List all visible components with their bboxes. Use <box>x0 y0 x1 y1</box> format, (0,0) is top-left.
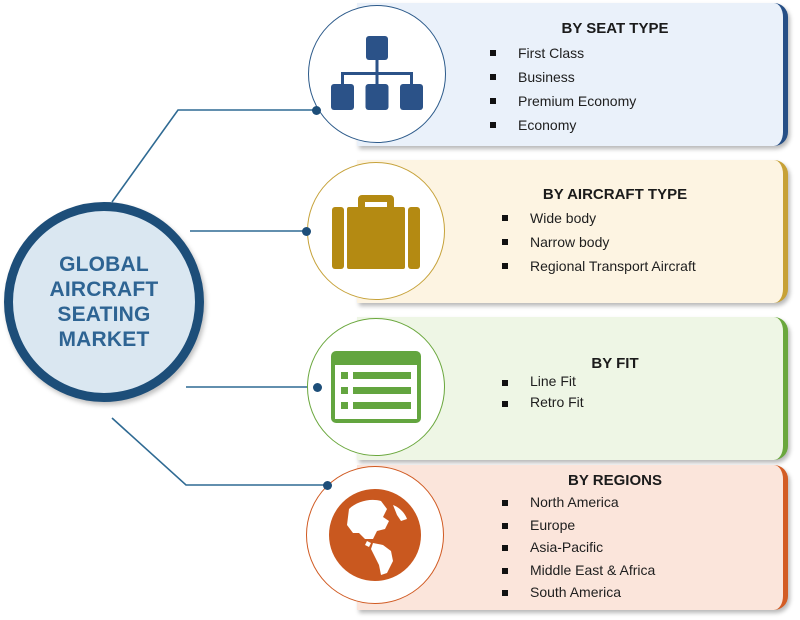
list-item: North America <box>502 491 655 514</box>
connector-dot-regions <box>323 481 332 490</box>
list-item: Asia-Pacific <box>502 536 655 559</box>
connector-dot-fit <box>313 383 322 392</box>
connector-regions <box>111 417 327 486</box>
list-item: Business <box>490 65 636 89</box>
segment-heading: BY REGIONS <box>568 472 662 489</box>
center-hub: GLOBAL AIRCRAFT SEATING MARKET <box>4 202 204 402</box>
icon-ring-fit <box>307 318 445 456</box>
list-item: Premium Economy <box>490 89 636 113</box>
briefcase-icon <box>332 195 420 269</box>
globe-americas-icon <box>329 489 421 581</box>
connector-seat-type <box>111 109 316 203</box>
list-item: Middle East & Africa <box>502 559 655 582</box>
list-item: Retro Fit <box>502 392 584 413</box>
list-item: South America <box>502 581 655 604</box>
segment-item-list: First Class Business Premium Economy Eco… <box>490 41 636 137</box>
segment-item-list: Line Fit Retro Fit <box>502 371 584 413</box>
list-item: Economy <box>490 113 636 137</box>
icon-ring-aircraft-type <box>307 162 445 300</box>
list-item: First Class <box>490 41 636 65</box>
segment-heading: BY SEAT TYPE <box>561 20 669 37</box>
segment-item-list: North America Europe Asia-Pacific Middle… <box>502 491 655 604</box>
list-item: Regional Transport Aircraft <box>502 254 696 278</box>
segment-heading: BY FIT <box>591 355 639 372</box>
connector-dot-seat-type <box>312 106 321 115</box>
list-item: Narrow body <box>502 230 696 254</box>
center-title: GLOBAL AIRCRAFT SEATING MARKET <box>49 253 159 351</box>
list-window-icon <box>331 351 421 423</box>
segment-heading: BY AIRCRAFT TYPE <box>542 186 688 203</box>
list-item: Europe <box>502 514 655 537</box>
org-chart-icon <box>331 36 423 110</box>
list-item: Wide body <box>502 206 696 230</box>
list-item: Line Fit <box>502 371 584 392</box>
segment-item-list: Wide body Narrow body Regional Transport… <box>502 206 696 278</box>
connector-dot-aircraft-type <box>302 227 311 236</box>
icon-ring-seat-type <box>308 5 446 143</box>
